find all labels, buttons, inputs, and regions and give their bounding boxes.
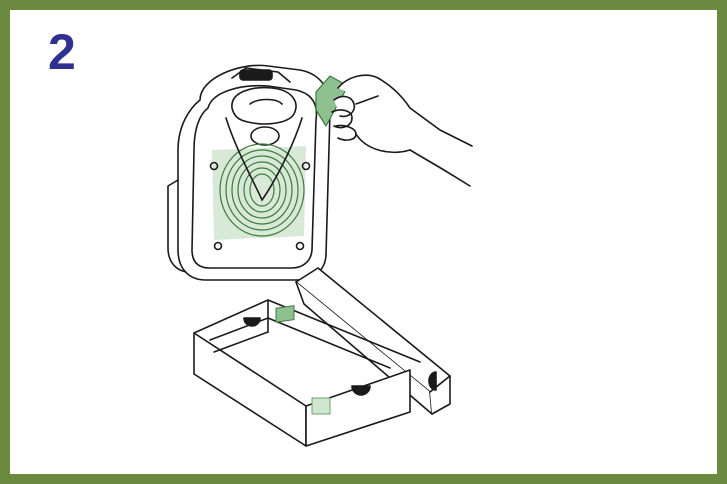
open-storage-box-icon bbox=[194, 268, 450, 446]
step-illustration bbox=[10, 10, 717, 474]
aed-device-icon bbox=[168, 65, 330, 280]
hand-peeling-label-icon bbox=[316, 75, 472, 186]
